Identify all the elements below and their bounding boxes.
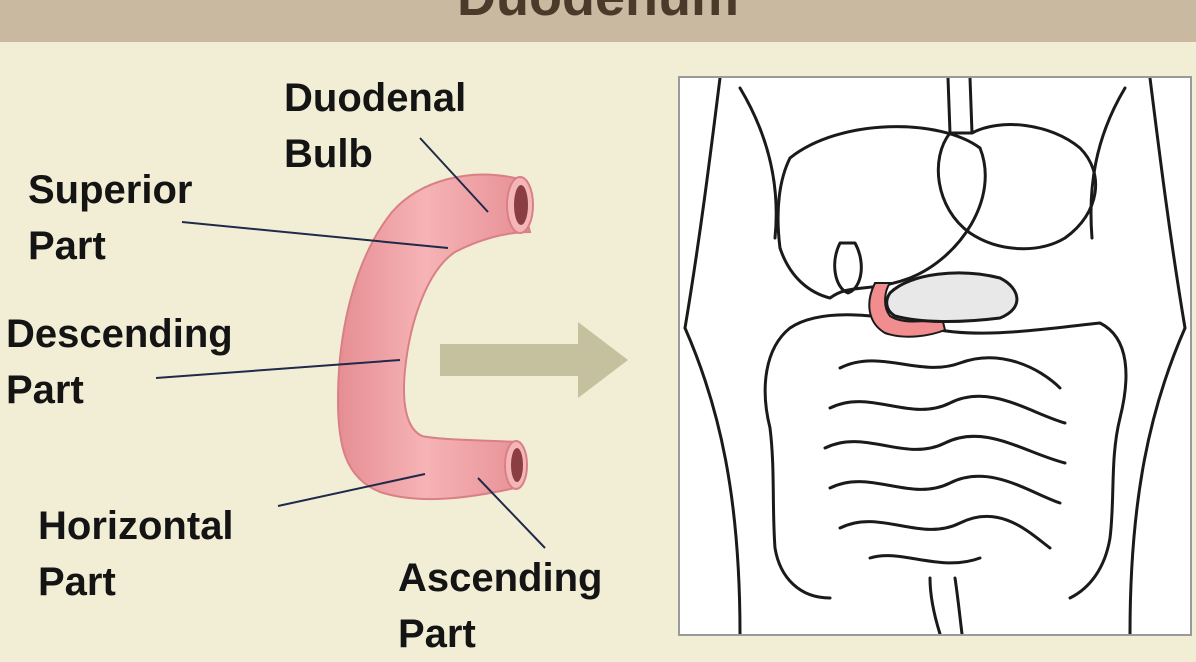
stomach	[936, 123, 1097, 251]
pancreas	[885, 271, 1019, 324]
rib-line-right	[1089, 86, 1127, 240]
torso-right-outline	[1148, 76, 1187, 330]
rectum-right	[953, 576, 964, 636]
label-descending-part: Descending Part	[6, 306, 233, 418]
leader-descending-part	[155, 359, 401, 379]
ascending-lumen	[511, 448, 523, 482]
label-duodenal-bulb: Duodenal Bulb	[284, 70, 466, 182]
label-superior-part-line2: Part	[28, 224, 106, 268]
title-band: Duodenum	[0, 0, 1196, 42]
torso-right-waist	[1128, 326, 1187, 636]
label-superior-part: Superior Part	[28, 162, 192, 274]
esophagus	[946, 76, 952, 135]
torso-left-waist	[683, 326, 742, 636]
duodenum-diagram	[155, 137, 628, 549]
duodenum-illustration	[336, 173, 534, 501]
duodenal-bulb-lumen	[514, 185, 528, 225]
large-intestine	[763, 313, 1128, 600]
diagram-title: Duodenum	[0, 0, 1196, 28]
label-ascending-part-line1: Ascending	[398, 556, 603, 600]
label-ascending-part-line2: Part	[398, 612, 476, 656]
label-duodenal-bulb-line1: Duodenal	[284, 76, 467, 120]
label-horizontal-part-line2: Part	[38, 560, 116, 604]
label-duodenal-bulb-line2: Bulb	[284, 132, 373, 176]
pointer-arrow	[440, 322, 628, 398]
leader-superior-part	[181, 221, 449, 249]
label-ascending-part: Ascending Part	[398, 550, 602, 662]
leader-horizontal-part	[277, 473, 426, 507]
esophagus-right	[968, 76, 974, 135]
small-intestine	[823, 356, 1067, 565]
leader-duodenal-bulb	[419, 137, 489, 213]
torso-illustration	[683, 76, 1187, 636]
label-horizontal-part: Horizontal Part	[38, 498, 234, 610]
label-horizontal-part-line1: Horizontal	[38, 504, 234, 548]
gallbladder	[833, 241, 863, 295]
label-descending-part-line1: Descending	[6, 312, 233, 356]
rib-line-left	[738, 86, 778, 240]
duodenum-tube	[336, 173, 532, 501]
rectum	[928, 576, 942, 636]
anatomy-panel	[678, 76, 1192, 636]
torso-left-outline	[683, 76, 722, 330]
leader-ascending-part	[477, 477, 546, 549]
label-descending-part-line2: Part	[6, 368, 84, 412]
label-superior-part-line1: Superior	[28, 168, 193, 212]
liver	[776, 125, 987, 300]
